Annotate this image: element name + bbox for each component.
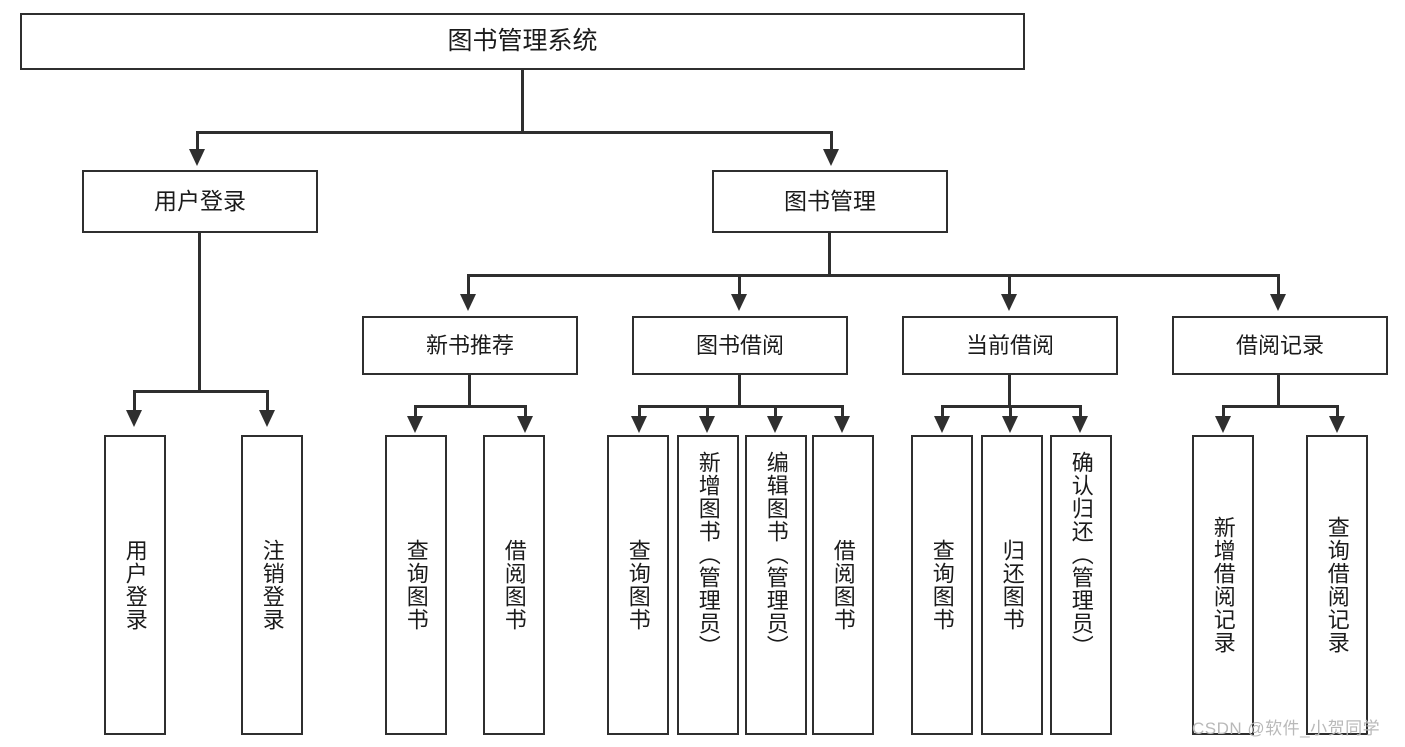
edge-borrow-drop-4 [841,405,844,417]
arrow-to-user-login [189,149,205,166]
node-borrow-record[interactable]: 借阅记录 [1172,316,1388,375]
arrow-to-leaf-borrow-book-2 [834,416,850,433]
leaf-add-borrow-record[interactable]: 新增借阅记录 [1192,435,1254,735]
edge-user-login-bus [133,390,269,393]
arrow-to-leaf-add-record [1215,416,1231,433]
leaf-confirm-return-admin[interactable]: 确认归还（管理员） [1050,435,1112,735]
leaf-user-login[interactable]: 用户登录 [104,435,166,735]
arrow-to-leaf-query-book-1 [407,416,423,433]
edge-current-stem [1008,375,1011,408]
arrow-to-leaf-query-book-3 [934,416,950,433]
edge-root-drop-right [830,131,833,151]
edge-root-bus [196,131,833,134]
edge-record-drop-2 [1336,405,1339,417]
edge-recommend-drop-1 [414,405,417,417]
arrow-to-new-book-recommend [460,294,476,311]
leaf-borrow-book-recommend[interactable]: 借阅图书 [483,435,545,735]
arrow-to-book-management [823,149,839,166]
edge-book-management-stem [828,233,831,277]
leaf-edit-book-admin[interactable]: 编辑图书（管理员） [745,435,807,735]
edge-record-stem [1277,375,1280,408]
node-new-book-recommend[interactable]: 新书推荐 [362,316,578,375]
arrow-to-book-borrow [731,294,747,311]
edge-user-login-drop-2 [266,390,269,412]
leaf-logout[interactable]: 注销登录 [241,435,303,735]
arrow-to-leaf-borrow-book-1 [517,416,533,433]
arrow-to-leaf-add-book [699,416,715,433]
arrow-to-leaf-edit-book [767,416,783,433]
arrow-to-leaf-confirm-return [1072,416,1088,433]
edge-user-login-drop-1 [133,390,136,412]
edge-level3-drop-2 [738,274,741,296]
edge-level3-bus [467,274,1280,277]
csdn-watermark: CSDN @软件_小贺同学 [1192,719,1381,738]
arrow-to-borrow-record [1270,294,1286,311]
edge-current-drop-3 [1079,405,1082,417]
edge-level3-drop-1 [467,274,470,296]
arrow-to-leaf-logout [259,410,275,427]
edge-record-bus [1222,405,1339,408]
edge-borrow-bus [638,405,844,408]
edge-root-drop-left [196,131,199,151]
arrow-to-leaf-user-login [126,410,142,427]
edge-level3-drop-3 [1008,274,1011,296]
leaf-return-book[interactable]: 归还图书 [981,435,1043,735]
edge-borrow-drop-2 [706,405,709,417]
edge-borrow-stem [738,375,741,408]
leaf-query-book-recommend[interactable]: 查询图书 [385,435,447,735]
arrow-to-leaf-query-book-2 [631,416,647,433]
edge-borrow-drop-3 [774,405,777,417]
node-user-login[interactable]: 用户登录 [82,170,318,233]
leaf-borrow-book[interactable]: 借阅图书 [812,435,874,735]
edge-borrow-drop-1 [638,405,641,417]
edge-current-drop-2 [1009,405,1012,417]
node-root-system[interactable]: 图书管理系统 [20,13,1025,70]
arrow-to-current-borrow [1001,294,1017,311]
leaf-add-book-admin[interactable]: 新增图书（管理员） [677,435,739,735]
arrow-to-leaf-query-record [1329,416,1345,433]
node-book-management[interactable]: 图书管理 [712,170,948,233]
node-book-borrow[interactable]: 图书借阅 [632,316,848,375]
edge-current-drop-1 [941,405,944,417]
edge-level3-drop-4 [1277,274,1280,296]
leaf-query-book-borrow[interactable]: 查询图书 [607,435,669,735]
edge-recommend-drop-2 [524,405,527,417]
edge-user-login-stem [198,233,201,393]
node-current-borrow[interactable]: 当前借阅 [902,316,1118,375]
edge-record-drop-1 [1222,405,1225,417]
leaf-query-borrow-record[interactable]: 查询借阅记录 [1306,435,1368,735]
edge-recommend-stem [468,375,471,408]
leaf-query-book-current[interactable]: 查询图书 [911,435,973,735]
arrow-to-leaf-return-book [1002,416,1018,433]
edge-recommend-bus [414,405,527,408]
edge-root-stem [521,70,524,133]
